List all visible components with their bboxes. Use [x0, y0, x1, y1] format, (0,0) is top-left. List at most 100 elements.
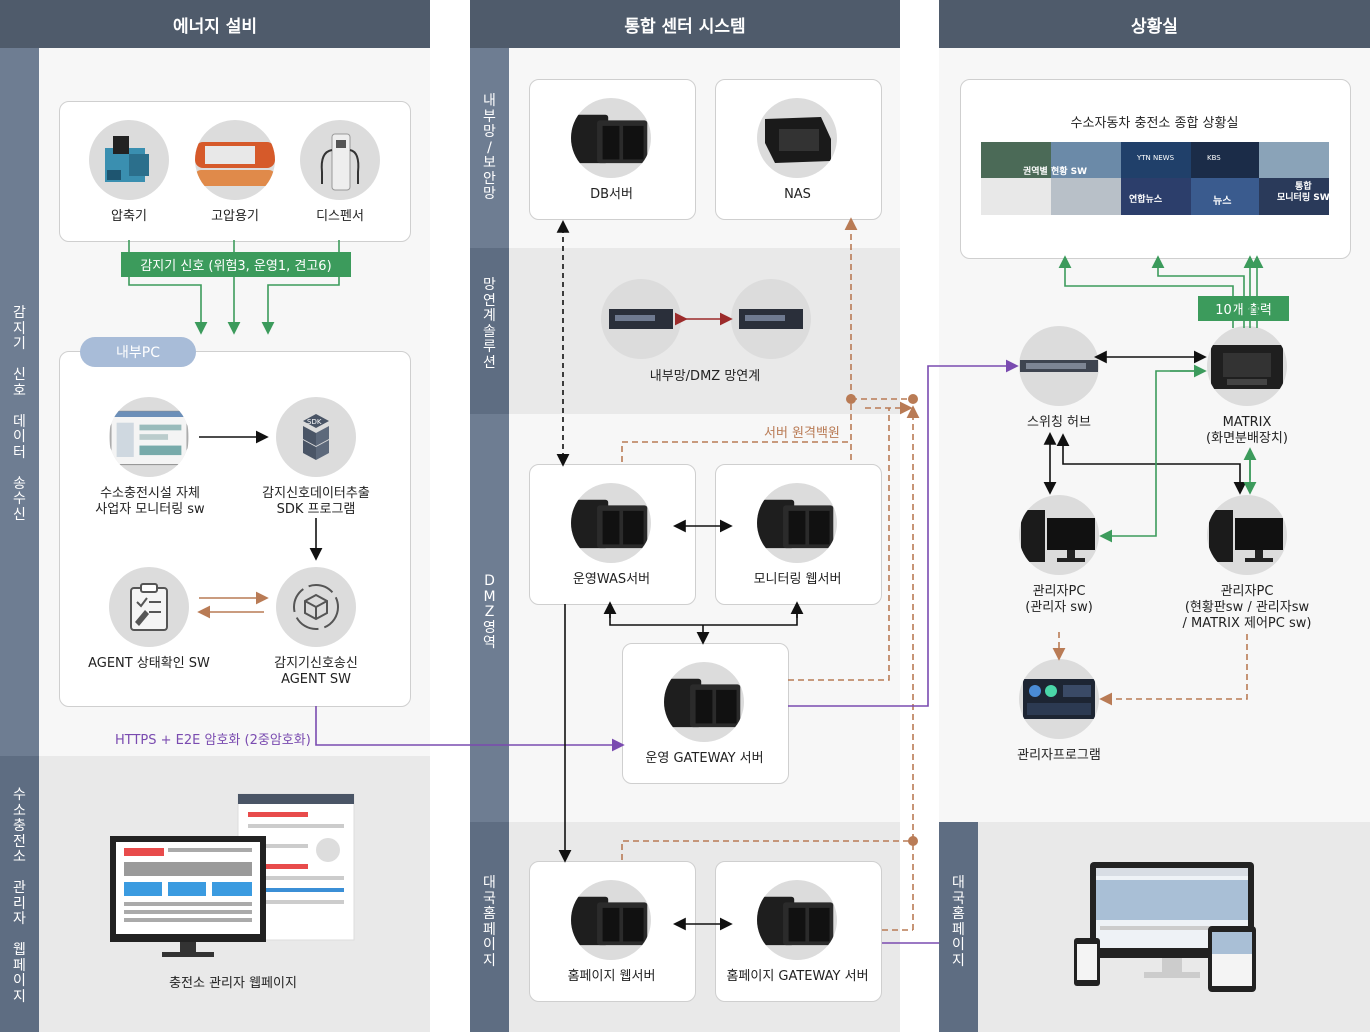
- sidebar-char: 페: [483, 921, 496, 938]
- dispenser-icon: [300, 120, 380, 200]
- signal-label: 감지기 신호 (위험3, 운영1, 견고6): [121, 252, 351, 277]
- device-label-tank: 고압용기: [211, 209, 259, 224]
- monitor-web-label: 모니터링 웹서버: [753, 572, 842, 587]
- webpage-illustration: [106, 792, 356, 962]
- link-label: 내부망/DMZ 망연계: [649, 369, 761, 384]
- sidebar-char: 홈: [952, 906, 965, 922]
- header-center: 통합 센터 시스템: [470, 0, 900, 48]
- tank-icon: [195, 120, 275, 200]
- sidebar-char: 관: [13, 880, 26, 896]
- admin-pc1-label: 관리자PC (관리자 sw): [1025, 584, 1093, 615]
- sidebar-char: M: [483, 588, 496, 605]
- agent-send-icon: [276, 567, 356, 647]
- agent-status-icon: [109, 567, 189, 647]
- sidebar-char: 신: [13, 367, 26, 383]
- sidebar-char: 지: [483, 952, 496, 969]
- monitor-web-icon: [757, 483, 837, 563]
- monitoring-sw-icon: [109, 397, 189, 477]
- internal-pc-tag: 내부PC: [80, 337, 196, 367]
- sidebar-char: 지: [13, 320, 26, 337]
- sidebar-char: 영: [483, 619, 496, 636]
- sidebar-char: 대: [483, 875, 496, 891]
- home-web-icon: [571, 880, 651, 960]
- sidebar-char: 이: [483, 937, 496, 953]
- video-label-region: 권역별 현황 SW: [1023, 167, 1088, 177]
- sidebar-char: 안: [483, 170, 496, 187]
- sidebar-char: 역: [483, 635, 496, 651]
- sidebar-char: 이: [13, 973, 26, 989]
- https-label: HTTPS + E2E 암호화 (2중암호화): [115, 733, 311, 748]
- header-situation: 상황실: [939, 0, 1370, 48]
- video-label-kbs: KBS: [1207, 154, 1221, 162]
- sidebar-char: 자: [13, 911, 26, 927]
- admin-program-icon: [1019, 659, 1099, 739]
- switch-hub-icon: [1019, 326, 1099, 406]
- sidebar-char: 기: [13, 336, 26, 352]
- db-server-icon: [571, 98, 651, 178]
- sidebar-char: 보: [483, 155, 496, 171]
- sidebar-char: 수: [13, 491, 26, 507]
- sidebar-char: 수: [13, 787, 26, 803]
- sidebar-char: 충: [13, 818, 26, 834]
- sidebar-char: 터: [13, 444, 26, 461]
- sidebar-char: 이: [952, 937, 965, 953]
- sidebar-char: 대: [952, 875, 965, 891]
- sidebar-char: 데: [13, 413, 26, 430]
- sidebar-char: 이: [13, 429, 26, 445]
- sidebar-char: 계: [483, 308, 496, 324]
- sidebar-char: 호: [13, 382, 26, 399]
- home-gateway-label: 홈페이지 GATEWAY 서버: [726, 969, 869, 984]
- sidebar-char: D: [484, 573, 495, 589]
- compressor-icon: [89, 120, 169, 200]
- home-web-label: 홈페이지 웹서버: [567, 969, 656, 984]
- video-wall: 권역별 현황 SW YTN NEWS KBS 연합뉴스 뉴스 통합 모니터링 S…: [981, 142, 1330, 215]
- backup-label: 서버 원격백원: [764, 426, 840, 441]
- db-server-label: DB서버: [590, 187, 633, 202]
- sidebar-char: 홈: [483, 906, 496, 922]
- agent-send-label: 감지기신호송신 AGENT SW: [274, 656, 358, 687]
- homepage-devices-illustration: [1072, 860, 1262, 1000]
- center-link-area: [509, 248, 900, 414]
- was-server-icon: [571, 483, 651, 563]
- sidebar-char: 연: [483, 292, 496, 309]
- sidebar-char: 웹: [13, 942, 26, 958]
- sidebar-char: 망: [483, 277, 496, 293]
- nas-label: NAS: [784, 187, 811, 202]
- situation-room-title: 수소자동차 충전소 종합 상황실: [1070, 116, 1239, 131]
- sidebar-char: Z: [484, 604, 495, 620]
- home-gateway-icon: [757, 880, 837, 960]
- sdk-label: 감지신호데이터추출 SDK 프로그램: [262, 486, 370, 517]
- video-label-news: 뉴스: [1213, 196, 1232, 207]
- admin-pc2-icon: [1207, 495, 1287, 575]
- sidebar-char: 루: [483, 339, 496, 355]
- device-label-dispenser: 디스펜서: [316, 209, 364, 224]
- gateway-label: 운영 GATEWAY 서버: [645, 751, 764, 766]
- sidebar-char: 소: [13, 802, 26, 819]
- gateway-icon: [664, 662, 744, 742]
- sidebar-char: 국: [952, 890, 965, 907]
- admin-pc2-label: 관리자PC (현황판sw / 관리자sw / MATRIX 제어PC sw): [1182, 584, 1312, 631]
- sidebar-char: 내: [483, 93, 496, 109]
- header-energy: 에너지 설비: [0, 0, 430, 48]
- sidebar-char: 소: [13, 849, 26, 865]
- device-label-compressor: 압축기: [111, 209, 147, 224]
- sidebar-char: 션: [483, 354, 496, 371]
- sidebar-char: 솔: [483, 323, 496, 340]
- link-device-right-icon: [731, 279, 811, 359]
- sidebar-char: 신: [13, 506, 26, 523]
- sidebar-char: 감: [13, 305, 26, 321]
- video-label-integrated: 통합 모니터링 SW: [1277, 182, 1330, 203]
- sidebar-char: /: [487, 139, 492, 156]
- sidebar-char: 망: [483, 186, 496, 202]
